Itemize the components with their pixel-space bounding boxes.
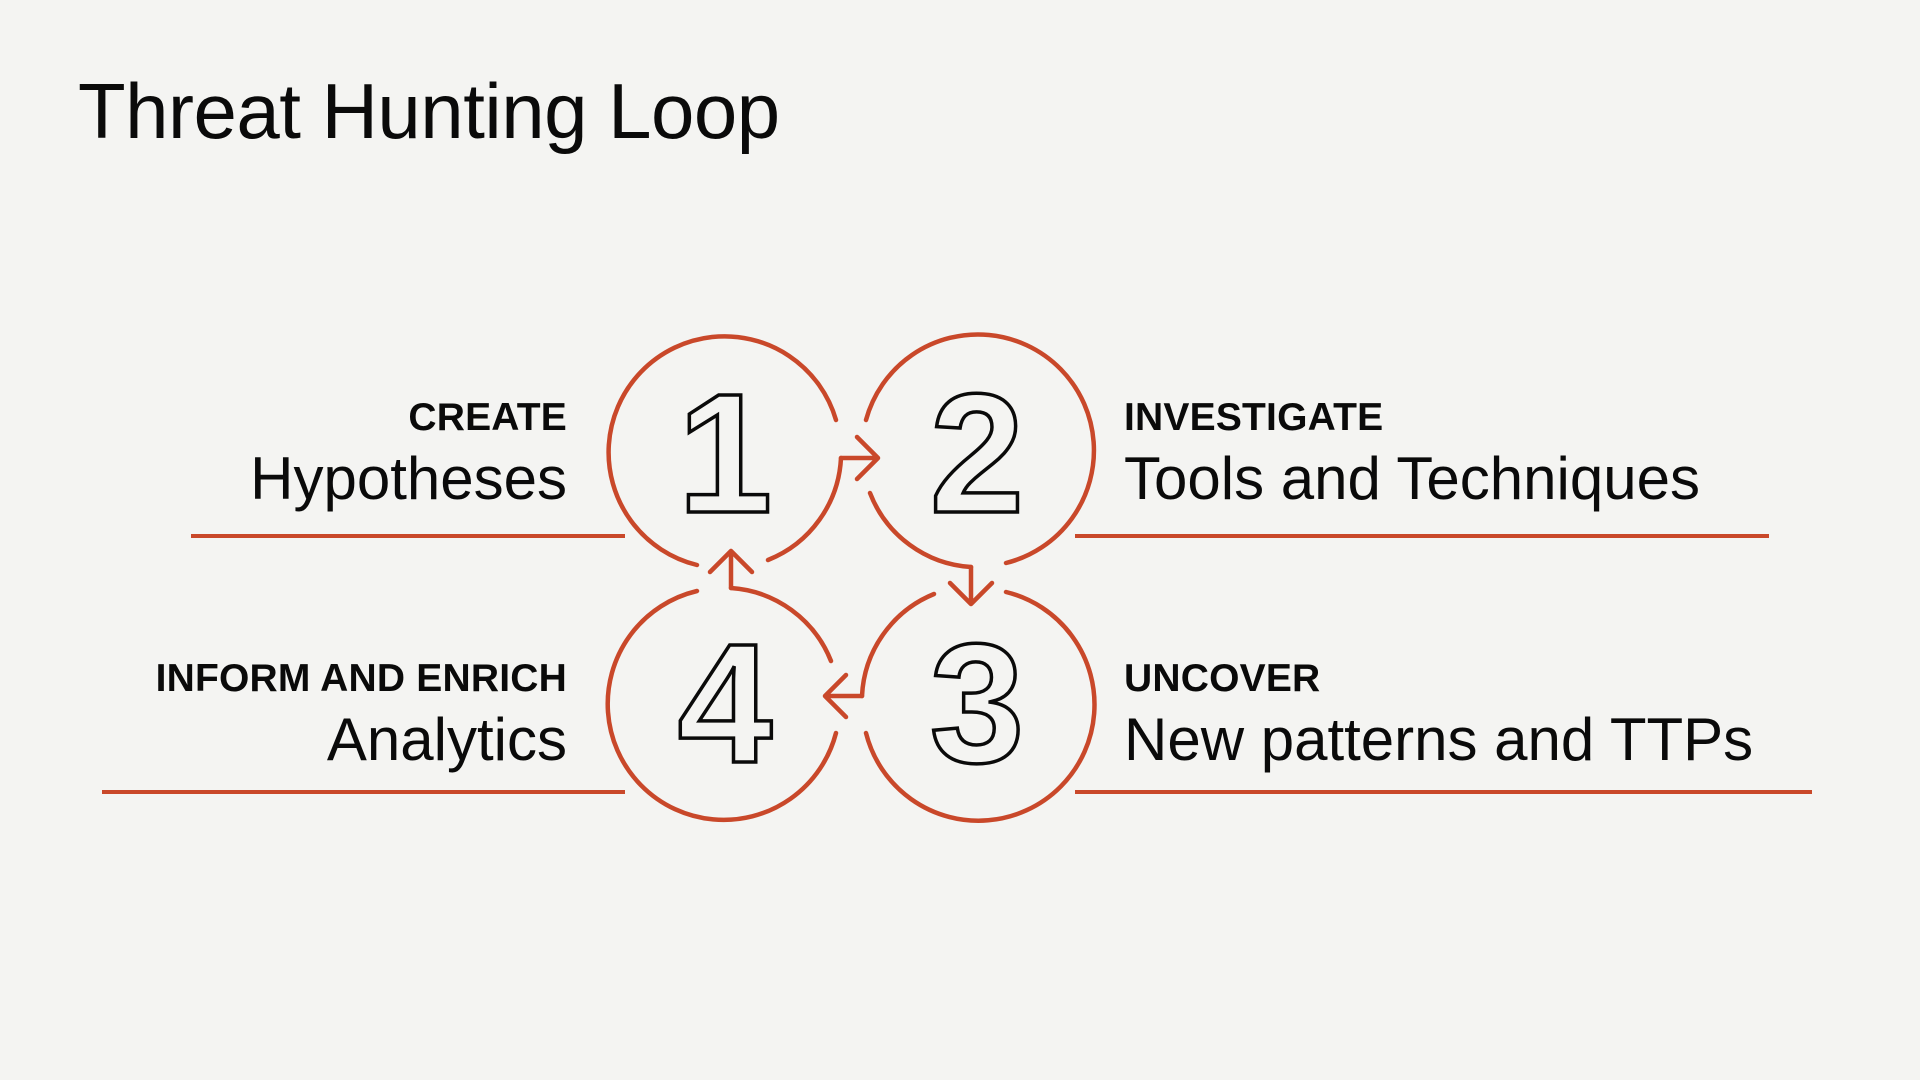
circle-3-outline — [863, 589, 1097, 823]
step-2-title: Tools and Techniques — [1124, 445, 1700, 512]
step-3-title: New patterns and TTPs — [1124, 706, 1754, 773]
step-1-underline — [191, 534, 625, 538]
arrow-up-icon — [707, 548, 755, 591]
step-2-underline — [1075, 534, 1769, 538]
arrow-down-icon — [947, 564, 995, 607]
circle-1-outline — [606, 334, 839, 568]
page-title: Threat Hunting Loop — [78, 67, 780, 155]
step-4-title: Analytics — [326, 706, 567, 773]
step-3-label: UNCOVER New patterns and TTPs — [1124, 659, 1753, 770]
step-1-number: 1 — [678, 359, 773, 549]
circle-4-outline — [605, 588, 839, 823]
step-1-title: Hypotheses — [250, 445, 567, 512]
step-1-kicker: CREATE — [408, 396, 567, 439]
arrow-right-icon — [838, 434, 881, 482]
step-2-label: INVESTIGATE Tools and Techniques — [1124, 398, 1700, 509]
circle-2-outline — [863, 332, 1097, 566]
step-3-kicker: UNCOVER — [1124, 657, 1321, 700]
step-4-kicker: INFORM AND ENRICH — [155, 657, 567, 700]
arrow-left-icon — [822, 672, 865, 720]
step-4-underline — [102, 790, 625, 794]
step-2-number: 2 — [930, 359, 1025, 549]
step-2-kicker: INVESTIGATE — [1124, 396, 1384, 439]
step-1-label: CREATE Hypotheses — [250, 398, 567, 509]
step-4-label: INFORM AND ENRICH Analytics — [156, 659, 567, 770]
step-3-underline — [1075, 790, 1812, 794]
step-3-number: 3 — [930, 609, 1025, 799]
step-4-number: 4 — [678, 609, 773, 799]
